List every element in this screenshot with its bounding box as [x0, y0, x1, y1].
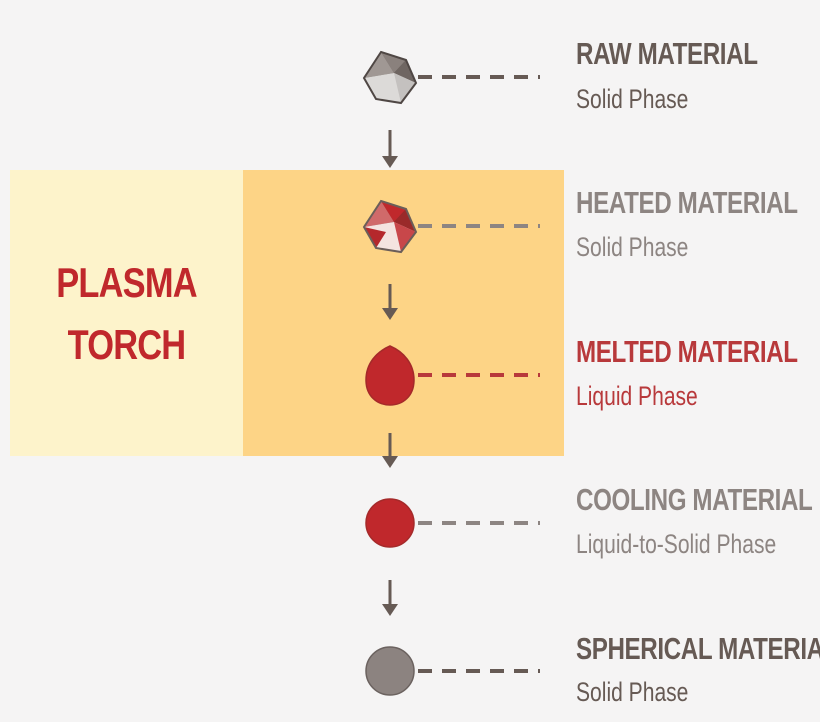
stage-title-cooling: COOLING MATERIAL — [576, 482, 813, 517]
stage-title-raw: RAW MATERIAL — [576, 36, 758, 71]
down-arrow-icon — [382, 130, 398, 168]
down-arrow-icon — [382, 284, 398, 320]
red-polyhedron-icon — [362, 199, 418, 254]
stage-subtitle-cooling: Liquid-to-Solid Phase — [576, 529, 777, 559]
down-arrow-icon — [382, 580, 398, 616]
red-sphere-icon — [365, 498, 415, 548]
torch-label-line2: TORCH — [67, 321, 187, 368]
red-droplet-icon — [365, 345, 415, 406]
plasma-zone-light — [10, 170, 243, 456]
stage-title-spherical: SPHERICAL MATERIAL — [576, 631, 820, 666]
stage-title-melted: MELTED MATERIAL — [576, 334, 798, 369]
stage-subtitle-spherical: Solid Phase — [576, 677, 689, 707]
down-arrow-icon — [382, 433, 398, 468]
stage-subtitle-heated: Solid Phase — [576, 232, 689, 262]
plasma-torch-label: PLASMA TORCH — [31, 252, 222, 376]
torch-label-line1: PLASMA — [56, 259, 197, 306]
stage-title-heated: HEATED MATERIAL — [576, 185, 798, 220]
stage-subtitle-raw: Solid Phase — [576, 84, 689, 114]
grey-polyhedron-icon — [362, 50, 418, 105]
stage-subtitle-melted: Liquid Phase — [576, 381, 698, 411]
grey-sphere-icon — [365, 646, 415, 696]
